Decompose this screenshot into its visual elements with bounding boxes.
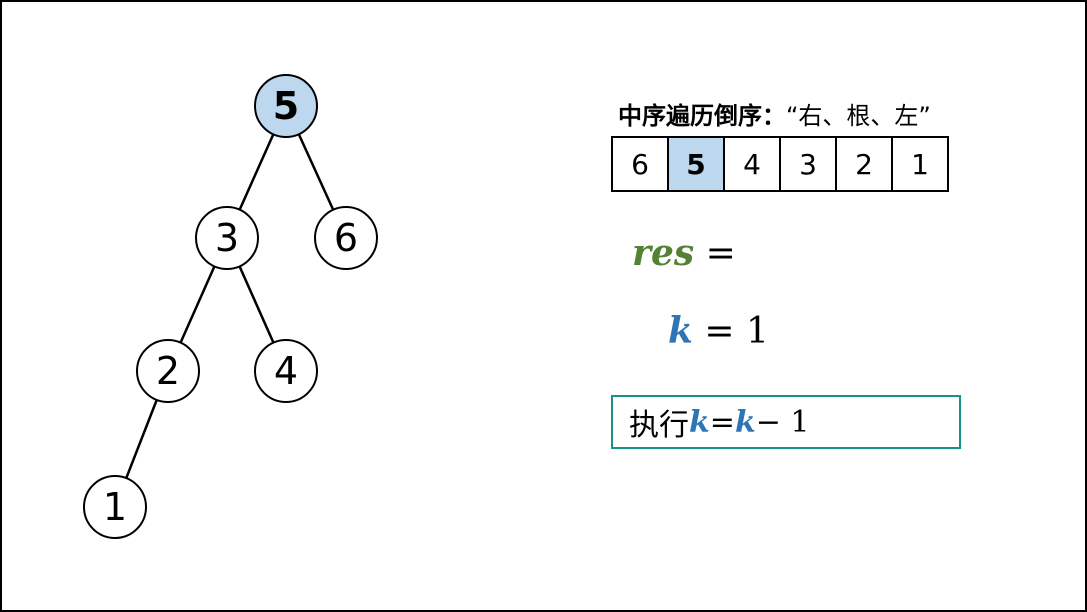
traversal-label-title: 中序遍历倒序： [618, 102, 786, 130]
tree-node-2: 2 [136, 339, 200, 403]
tree-node-circle [254, 74, 318, 138]
tree-edge-n2-n1 [125, 399, 158, 479]
traversal-cell: 5 [669, 136, 725, 192]
tree-node-value: 2 [156, 349, 180, 393]
exec-rhs-k: k [734, 404, 756, 440]
tree-nodes: 5 3 6 2 4 1 [83, 74, 378, 539]
tree-node-circle [314, 206, 378, 270]
tree-node-circle [83, 475, 147, 539]
tree-node-value: 6 [334, 216, 358, 260]
tree-node-5: 5 [254, 74, 318, 138]
exec-equals: = [709, 404, 735, 440]
traversal-cell: 1 [893, 136, 949, 192]
traversal-cell: 3 [781, 136, 837, 192]
traversal-cell: 4 [725, 136, 781, 192]
exec-prefix: 执行 [629, 408, 689, 443]
k-value: 1 [746, 311, 769, 352]
traversal-label: 中序遍历倒序：“右、根、左” [618, 96, 931, 131]
tree-node-value: 1 [103, 485, 127, 529]
tree-node-4: 4 [254, 339, 318, 403]
tree-node-circle [195, 206, 259, 270]
exec-statement-box: 执行 k = k − 1 [611, 395, 961, 449]
traversal-cell: 2 [837, 136, 893, 192]
tree-node-value: 5 [273, 84, 299, 128]
tree-node-1: 1 [83, 475, 147, 539]
k-equals: = [692, 311, 747, 352]
tree-node-6: 6 [314, 206, 378, 270]
traversal-label-order: “右、根、左” [786, 102, 931, 130]
res-line: res = [632, 232, 736, 274]
traversal-cell: 6 [613, 136, 669, 192]
tree-edge-n5-n3 [238, 133, 275, 211]
tree-edge-n3-n4 [238, 265, 275, 344]
tree-node-3: 3 [195, 206, 259, 270]
res-equals: = [694, 233, 736, 274]
tree-edge-n3-n2 [179, 265, 216, 344]
tree-node-value: 4 [274, 349, 298, 393]
tree-edge-n5-n6 [297, 133, 335, 211]
tree-node-circle [136, 339, 200, 403]
res-variable: res [632, 232, 695, 274]
exec-lhs-k: k [689, 404, 710, 440]
tree-node-value: 3 [215, 216, 239, 260]
k-variable: k [668, 310, 693, 352]
exec-minus-one: − 1 [755, 404, 810, 440]
tree-edges [125, 133, 335, 479]
k-line: k = 1 [668, 310, 769, 352]
tree-node-circle [254, 339, 318, 403]
